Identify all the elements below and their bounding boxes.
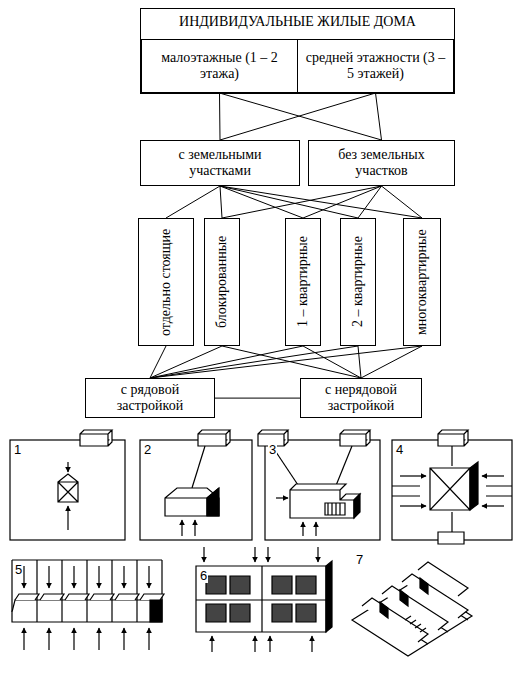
category-column: блокированные [204, 218, 240, 346]
category-column: отдельно стоящие [138, 218, 194, 346]
node-text: 1 – квартирные [295, 223, 311, 341]
scheme-6 [196, 547, 332, 652]
scheme-7 [352, 562, 472, 656]
category-box: без земельных участков [308, 140, 455, 186]
scheme-3 [258, 430, 380, 540]
connector-line [358, 346, 361, 378]
connector-line [361, 346, 422, 378]
category-box: ИНДИВИДУАЛЬНЫЕ ЖИЛЫЕ ДОМА малоэтажные (1 … [140, 8, 455, 94]
connector-line [220, 93, 376, 140]
callout-number: 6 [199, 569, 208, 583]
connector-line [376, 93, 382, 140]
connector-line [222, 186, 382, 218]
connector-line [166, 186, 220, 218]
category-column: многоквартирные [403, 218, 441, 346]
node-text: средней этажности (3 – 5 этажей) [304, 50, 447, 82]
node-text: отдельно стоящие [158, 223, 174, 341]
node-text: блокированные [214, 223, 230, 341]
node-text: без земельных участков [315, 147, 448, 179]
connector-line [150, 346, 358, 378]
connector-line [222, 346, 361, 378]
category-column: 1 – квартирные [285, 218, 321, 346]
connector-line [150, 346, 166, 378]
node-text: 2 – квартирные [350, 223, 366, 341]
connector-line [220, 186, 422, 218]
connector-line [150, 346, 222, 378]
callout-number: 7 [355, 553, 364, 567]
node-text: многоквартирные [414, 223, 430, 341]
connector-line [220, 186, 222, 218]
node-text: с земельными участками [147, 147, 293, 179]
connector-line [220, 186, 358, 218]
connector-line [215, 398, 300, 399]
node-text: с нерядовой застройкой [307, 382, 415, 414]
category-box: с земельными участками [140, 140, 300, 186]
scheme-1 [10, 430, 125, 540]
connector-line [358, 186, 382, 218]
callout-number: 4 [395, 443, 404, 457]
category-box: средней этажности (3 – 5 этажей) [297, 39, 454, 93]
callout-number: 3 [268, 443, 277, 457]
node-text: с рядовой застройкой [92, 382, 208, 414]
connector-line [382, 186, 423, 218]
scheme-2 [140, 430, 252, 540]
callout-number: 1 [13, 443, 22, 457]
category-box: с рядовой застройкой [85, 378, 215, 418]
category-box: с нерядовой застройкой [300, 378, 422, 418]
node-text: ИНДИВИДУАЛЬНЫЕ ЖИЛЫЕ ДОМА [179, 14, 416, 30]
connector-line [219, 93, 221, 140]
category-column: 2 – квартирные [340, 218, 376, 346]
connector-line [150, 346, 422, 378]
connector-line [220, 93, 382, 140]
callout-number: 2 [143, 443, 152, 457]
scheme-4 [392, 430, 512, 544]
connector-line [303, 186, 382, 218]
scheme-5 [12, 560, 164, 650]
callout-number: 5 [14, 563, 23, 577]
node-text: малоэтажные (1 – 2 этажа) [148, 50, 291, 82]
category-box: малоэтажные (1 – 2 этажа) [141, 39, 298, 93]
connector-line [303, 346, 361, 378]
connector-line [150, 346, 303, 378]
